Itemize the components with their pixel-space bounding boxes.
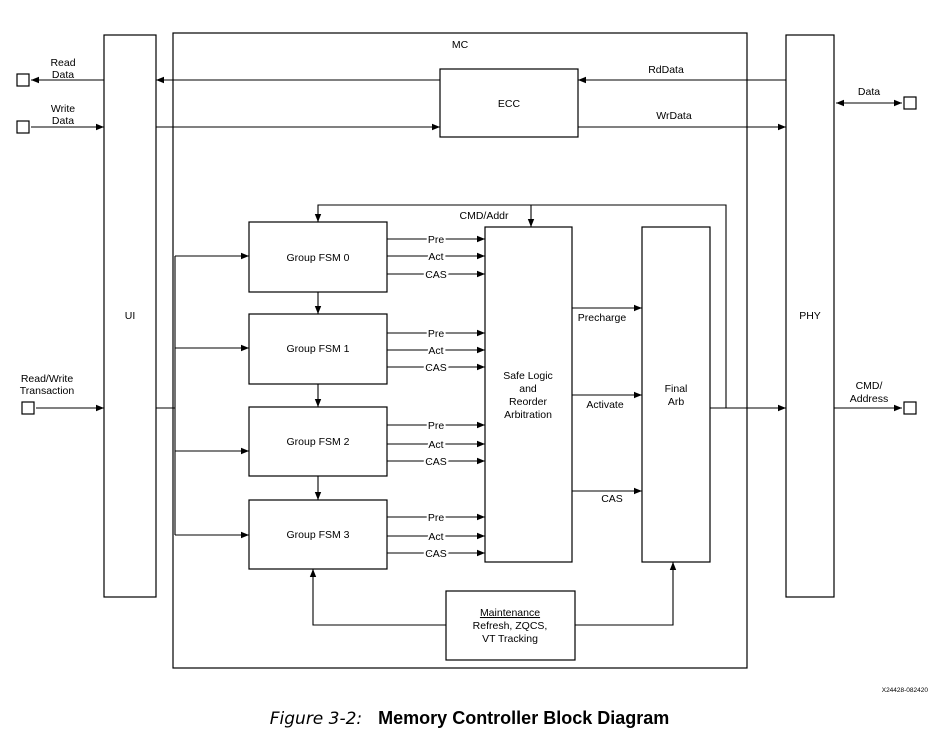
cmd-addr-label: CMD/Addr <box>459 210 509 222</box>
final-arb-label-2: Arb <box>668 396 685 408</box>
fsm0-pre-label: Pre <box>428 234 445 246</box>
data-port <box>903 96 917 110</box>
rddata-label: RdData <box>648 64 684 76</box>
maintenance-to-fsm-arrow <box>309 569 446 626</box>
final-arb-block <box>641 226 711 563</box>
fsm0-cas-label: CAS <box>425 269 447 281</box>
final-arb-label-1: Final <box>665 383 688 395</box>
fsm1-pre-label: Pre <box>428 328 445 340</box>
activate-label: Activate <box>586 399 624 411</box>
fsm2-act-label: Act <box>428 439 443 451</box>
precharge-label: Precharge <box>578 312 627 324</box>
read-data-label-2: Data <box>52 69 74 81</box>
fsm3-act-label: Act <box>428 531 443 543</box>
group-fsm-1 <box>248 313 388 385</box>
maintenance-line-1: Refresh, ZQCS, <box>473 620 548 632</box>
group-fsm-2-label: Group FSM 2 <box>286 436 349 448</box>
figure-id: X24428-082420 <box>882 687 929 694</box>
fsm0-act-label: Act <box>428 251 443 263</box>
fsm1-cas-label: CAS <box>425 362 447 374</box>
ui-block <box>103 34 157 598</box>
cmd-address-label-1: CMD/ <box>856 380 883 392</box>
safe-logic-block <box>484 226 573 563</box>
ecc-block <box>439 68 579 138</box>
rw-transaction-label-2: Transaction <box>20 385 75 397</box>
maintenance-line-2: VT Tracking <box>482 633 538 645</box>
rw-transaction-label-1: Read/Write <box>21 373 73 385</box>
safe-logic-label-4: Arbitration <box>504 409 552 421</box>
safe-logic-label-2: and <box>519 383 537 395</box>
group-fsm-3-label: Group FSM 3 <box>286 529 349 541</box>
cmd-addr-feedback-to-fsm0 <box>314 204 727 408</box>
safe-logic-label-3: Reorder <box>509 396 547 408</box>
rw-transaction-port <box>21 401 35 415</box>
read-data-port <box>16 73 30 87</box>
group-fsm-1-label: Group FSM 1 <box>286 343 349 355</box>
group-fsm-0 <box>248 221 388 293</box>
cas-out-label: CAS <box>601 493 623 505</box>
ui-label: UI <box>125 310 136 322</box>
data-label: Data <box>858 86 880 98</box>
cmd-address-label-2: Address <box>850 393 889 405</box>
maintenance-title: Maintenance <box>480 607 540 619</box>
group-fsm-0-label: Group FSM 0 <box>286 252 349 264</box>
safe-logic-label-1: Safe Logic <box>503 370 553 382</box>
fsm1-act-label: Act <box>428 345 443 357</box>
mc-label: MC <box>452 39 469 51</box>
phy-block <box>785 34 835 598</box>
write-data-label-1: Write <box>51 103 75 115</box>
write-data-port <box>16 120 30 134</box>
write-data-label-2: Data <box>52 115 74 127</box>
caption-number: Figure 3-2: <box>269 709 363 729</box>
fsm2-cas-label: CAS <box>425 456 447 468</box>
fsm3-cas-label: CAS <box>425 548 447 560</box>
fsm2-pre-label: Pre <box>428 420 445 432</box>
cmd-address-port <box>903 401 917 415</box>
maintenance-to-final-arb-arrow <box>575 562 677 626</box>
wrdata-label: WrData <box>656 110 692 122</box>
read-data-label-1: Read <box>50 57 75 69</box>
fsm3-pre-label: Pre <box>428 512 445 524</box>
phy-label: PHY <box>799 310 821 322</box>
figure-caption: Figure 3-2: Memory Controller Block Diagr… <box>0 708 939 729</box>
caption-title: Memory Controller Block Diagram <box>378 708 670 728</box>
ecc-label: ECC <box>498 98 521 110</box>
